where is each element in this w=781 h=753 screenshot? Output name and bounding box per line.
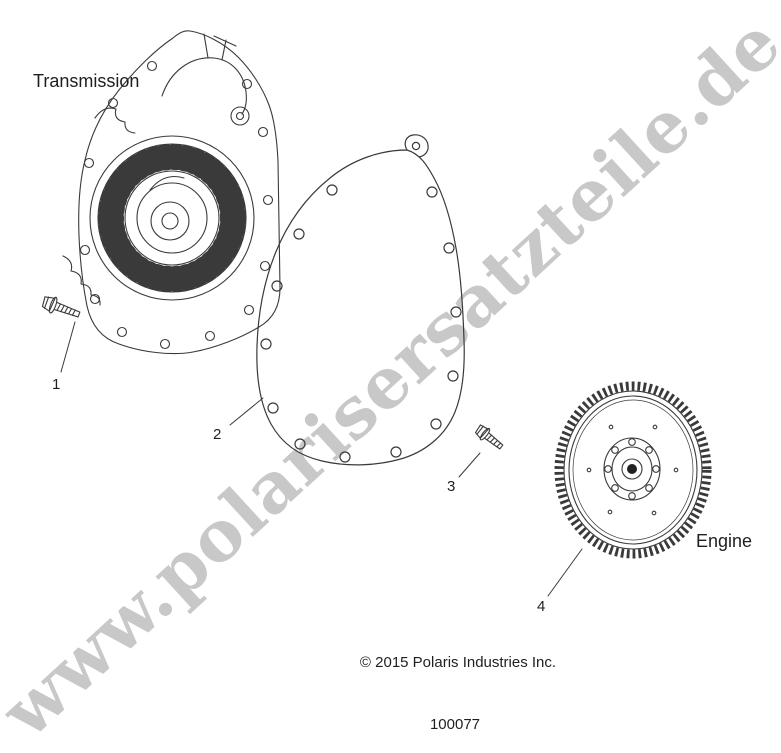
cover-gasket-drawing <box>256 134 465 466</box>
bolt-3-drawing <box>474 424 504 450</box>
callout-number-3: 3 <box>447 478 456 495</box>
copyright-text: © 2015 Polaris Industries Inc. <box>359 654 557 671</box>
callout-line-4 <box>547 548 583 597</box>
bolt-1-drawing <box>41 296 81 318</box>
diagram-number: 100077 <box>429 716 481 733</box>
flywheel-drawing <box>554 381 712 559</box>
callout-line-2 <box>229 397 264 426</box>
transmission-label: Transmission <box>33 71 140 91</box>
callout-number-4: 4 <box>537 598 546 615</box>
callout-line-3 <box>458 452 481 478</box>
callout-number-1: 1 <box>52 376 61 393</box>
engine-label: Engine <box>696 531 753 551</box>
callout-number-2: 2 <box>213 426 222 443</box>
callout-line-1 <box>60 321 76 373</box>
transmission-housing-drawing <box>62 30 281 355</box>
